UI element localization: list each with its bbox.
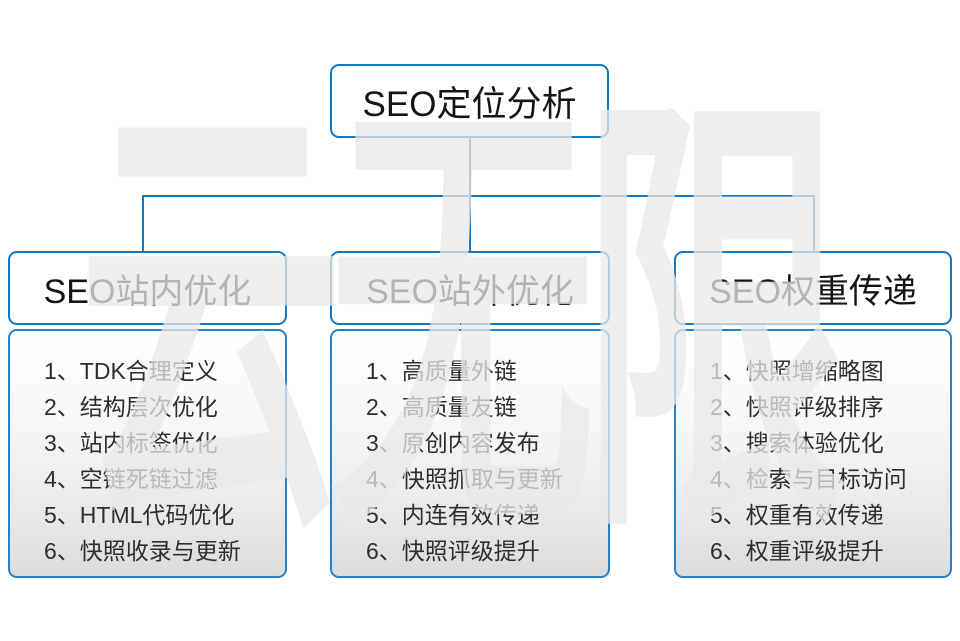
list-item: 6、快照收录与更新	[44, 538, 241, 564]
list-item: 4、空链死链过滤	[44, 466, 218, 492]
list-item: 4、快照抓取与更新	[366, 466, 563, 492]
list-item: 2、快照评级排序	[710, 394, 884, 420]
item-list: 1、TDK合理定义 2、结构层次优化 3、站内标签优化 4、空链死链过滤 5、H…	[44, 353, 275, 569]
connector-horizontal-span	[142, 195, 815, 197]
list-item: 3、搜索体验优化	[710, 430, 884, 456]
column-panel-offsite-seo: 1、高质量外链 2、高质量友链 3、原创内容发布 4、快照抓取与更新 5、内连有…	[330, 329, 610, 578]
connector-root-vertical	[469, 137, 471, 252]
connector-left-vertical	[142, 195, 144, 252]
column-header-weight-transfer: SEO权重传递	[674, 251, 952, 325]
column-panel-weight-transfer: 1、快照增缩略图 2、快照评级排序 3、搜索体验优化 4、检索与目标访问 5、权…	[674, 329, 952, 578]
column-title: SEO站外优化	[366, 272, 574, 311]
list-item: 5、权重有效传递	[710, 502, 884, 528]
list-item: 1、快照增缩略图	[710, 358, 884, 384]
item-list: 1、快照增缩略图 2、快照评级排序 3、搜索体验优化 4、检索与目标访问 5、权…	[710, 353, 940, 569]
column-title: SEO权重传递	[709, 272, 917, 311]
list-item: 6、快照评级提升	[366, 538, 540, 564]
root-node-title: SEO定位分析	[362, 84, 577, 124]
list-item: 1、高质量外链	[366, 358, 517, 384]
list-item: 2、结构层次优化	[44, 394, 218, 420]
column-header-offsite-seo: SEO站外优化	[330, 251, 610, 325]
list-item: 3、站内标签优化	[44, 430, 218, 456]
item-list: 1、高质量外链 2、高质量友链 3、原创内容发布 4、快照抓取与更新 5、内连有…	[366, 353, 598, 569]
list-item: 6、权重评级提升	[710, 538, 884, 564]
column-panel-onsite-seo: 1、TDK合理定义 2、结构层次优化 3、站内标签优化 4、空链死链过滤 5、H…	[8, 329, 287, 578]
list-item: 1、TDK合理定义	[44, 358, 218, 384]
column-title: SEO站内优化	[43, 272, 252, 311]
list-item: 5、内连有效传递	[366, 502, 540, 528]
list-item: 2、高质量友链	[366, 394, 517, 420]
root-node: SEO定位分析	[330, 64, 609, 138]
connector-right-vertical	[813, 195, 815, 252]
list-item: 4、检索与目标访问	[710, 466, 907, 492]
column-header-onsite-seo: SEO站内优化	[8, 251, 287, 325]
list-item: 5、HTML代码优化	[44, 502, 235, 528]
list-item: 3、原创内容发布	[366, 430, 540, 456]
